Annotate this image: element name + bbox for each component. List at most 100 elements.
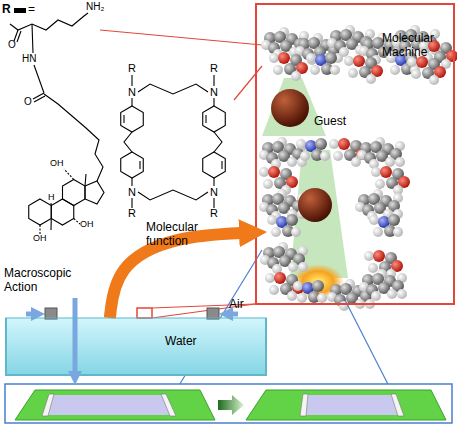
illustration-part [63, 180, 86, 206]
illustration-part [121, 152, 144, 178]
guest-sphere [298, 188, 332, 222]
illustration-part [203, 106, 226, 132]
water-surface [5, 318, 267, 319]
edge-label: Molecular function [146, 220, 220, 248]
illustration-part [214, 132, 222, 152]
illustration-part [213, 178, 214, 186]
compress-arrow [226, 312, 238, 317]
atom-label: N [128, 187, 136, 198]
node-text: Guest [314, 114, 346, 128]
atom-label: OH [33, 234, 47, 243]
illustration-part [50, 219, 51, 231]
illustration-part [34, 96, 45, 102]
node-heading: Water [165, 334, 197, 348]
bond-bar [14, 8, 26, 13]
illustration-part [124, 132, 132, 152]
leader-lines [100, 30, 262, 318]
illustration-part [203, 152, 226, 178]
zoom-marker [137, 308, 152, 318]
water-band: Water [5, 318, 267, 376]
illustration-part [359, 269, 407, 301]
illustration-part [50, 203, 51, 206]
illustration-part [32, 24, 33, 53]
illustration-part [51, 199, 74, 225]
trough-panel [5, 384, 452, 423]
illustration-part [39, 225, 40, 234]
molecule-bottom [260, 242, 407, 311]
illustration-part [213, 75, 214, 86]
macrocycle-structure [121, 75, 226, 208]
illustration-part [213, 98, 214, 106]
guest-sphere [271, 89, 309, 127]
illustration-part [138, 84, 208, 94]
illustration-part [34, 65, 44, 93]
molecule-middle [259, 137, 410, 237]
illustration-part [300, 394, 308, 416]
illustration-part [218, 395, 244, 415]
illustration-part [357, 137, 405, 169]
illustration-part [5, 384, 452, 423]
group-symbol: R [210, 63, 218, 74]
illustration-part [161, 394, 176, 416]
illustration-part [131, 198, 132, 208]
illustration-part [17, 31, 21, 42]
zoom-panel: Molecular MachineGuest [255, 3, 455, 305]
illustration-part [131, 178, 132, 186]
illustration-part [296, 138, 330, 161]
group-symbol: R [2, 3, 11, 15]
atom-label: O [24, 97, 32, 107]
atom-label: O [8, 40, 16, 50]
chemical-structure [10, 8, 104, 234]
phase-label: Air [229, 298, 244, 310]
illustration-part [139, 161, 140, 169]
group-symbol: R [128, 63, 136, 74]
atom-label: OH [80, 220, 94, 229]
atom-label: N [128, 87, 136, 98]
illustration-part [29, 199, 52, 225]
illustration-part [138, 190, 208, 200]
illustration-part [131, 75, 132, 86]
illustration-part [85, 181, 104, 204]
illustration-part [221, 161, 222, 169]
illustration-part [123, 115, 124, 123]
action-arrow [73, 298, 78, 378]
illustration-part [44, 94, 103, 181]
illustration-part [15, 390, 215, 420]
illustration-part [407, 56, 446, 85]
group-symbol: R [128, 208, 136, 219]
illustration-part [64, 169, 74, 180]
illustration-part [234, 66, 262, 100]
illustration-part [46, 395, 172, 415]
illustration-part [33, 93, 44, 99]
illustration-part [10, 13, 88, 30]
illustration-part [306, 52, 340, 75]
illustration-part [269, 52, 308, 81]
group-symbol: R [210, 208, 218, 219]
atom-label: H [48, 193, 55, 202]
illustration-part [267, 214, 301, 237]
illustration-part [260, 242, 308, 274]
illustration-part [304, 395, 400, 415]
illustration-part [131, 98, 132, 106]
illustration-part [246, 390, 446, 420]
molecule-top [261, 25, 457, 85]
illustration-part [344, 55, 383, 84]
atom-label: HN [22, 54, 36, 64]
caption-label: Macroscopic Action [4, 266, 84, 294]
node-heading: Molecular Machine [382, 31, 454, 59]
barrier [45, 308, 57, 319]
barrier [207, 308, 219, 319]
illustration-part [100, 30, 262, 45]
illustration-part [213, 198, 214, 208]
illustration-part [205, 115, 206, 123]
atom-label: NH₂ [86, 2, 104, 12]
atom-label: N [210, 87, 218, 98]
compress-arrow [26, 312, 38, 317]
illustration-part [85, 174, 86, 186]
illustration-part [391, 394, 404, 416]
illustration-part [293, 280, 327, 303]
